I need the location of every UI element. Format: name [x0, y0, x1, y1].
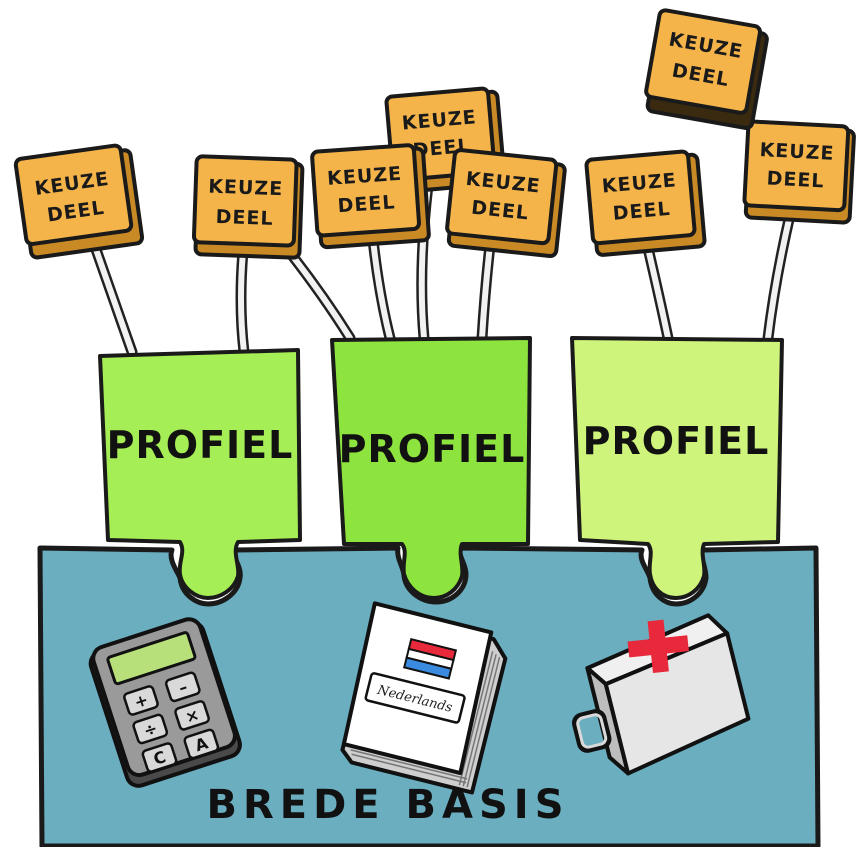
- brede-basis-label: BREDE BASIS: [206, 782, 569, 828]
- keuzedeel-3-line1: KEUZE: [326, 163, 402, 190]
- calc-key-1: +: [132, 690, 151, 712]
- keuzedeel-block-2: KEUZE DEEL: [191, 154, 305, 260]
- profiel-right: PROFIEL: [570, 336, 784, 600]
- first-aid-kit-icon: [572, 613, 751, 776]
- profiel-right-label: PROFIEL: [583, 419, 770, 463]
- keuzedeel-2-line1: KEUZE: [208, 176, 284, 201]
- calc-key-4: ×: [183, 705, 202, 727]
- profiel-middle-piece: [330, 336, 532, 600]
- keuzedeel-block-6: KEUZE DEEL: [584, 149, 707, 257]
- keuzedeel-3-line2: DEEL: [337, 191, 396, 217]
- profiel-left-label: PROFIEL: [107, 423, 294, 467]
- profiel-left-piece: [98, 348, 302, 600]
- keuzedeel-2-line2: DEEL: [215, 206, 274, 230]
- calculator-icon: + – ÷ × C A: [88, 617, 242, 788]
- keuzedeel-block-3: KEUZE DEEL: [310, 143, 431, 250]
- profiel-middle: PROFIEL: [330, 336, 532, 600]
- profiel-right-piece: [570, 336, 784, 600]
- book-pages: [350, 651, 501, 788]
- calc-key-5: C: [151, 747, 168, 769]
- keuzedeel-7-line2: DEEL: [766, 167, 825, 192]
- keuzedeel-block-1: KEUZE DEEL: [13, 143, 145, 260]
- red-cross-icon: [627, 619, 689, 674]
- keuzedeel-6-line2: DEEL: [612, 198, 672, 225]
- keuzedeel-block-floating: KEUZE DEEL: [644, 8, 769, 130]
- keuzedeel-block-7: KEUZE DEEL: [742, 119, 856, 225]
- dutch-flag-icon: [403, 638, 458, 680]
- keuzedeel-block-5: KEUZE DEEL: [445, 148, 567, 258]
- profiel-middle-label: PROFIEL: [339, 427, 526, 471]
- first-aid-handle: [572, 709, 612, 753]
- calc-key-3: ÷: [141, 718, 160, 740]
- book-icon: Nederlands: [340, 601, 508, 795]
- profiel-left: PROFIEL: [98, 348, 302, 600]
- calculator-keys: + – ÷ × C A: [123, 671, 220, 773]
- calculator-display: [106, 631, 197, 686]
- keuzedeel-7-line1: KEUZE: [759, 139, 835, 165]
